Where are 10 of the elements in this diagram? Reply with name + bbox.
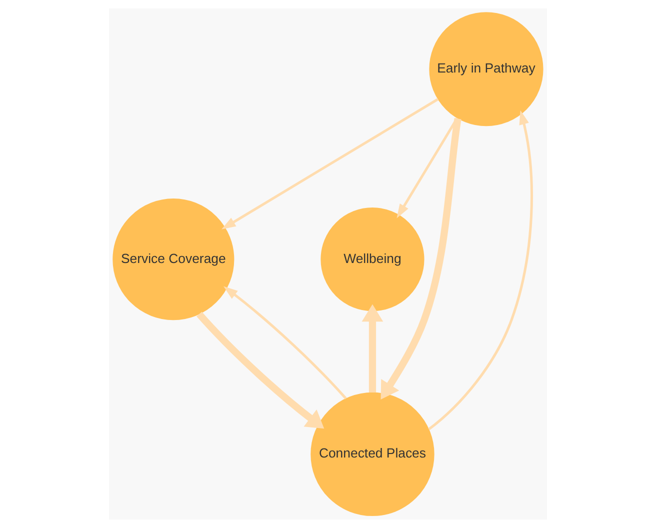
arrow bbox=[428, 110, 533, 430]
arrow bbox=[362, 304, 384, 393]
node-circle: Service Coverage bbox=[112, 198, 234, 320]
node-circle: Wellbeing bbox=[320, 208, 424, 312]
arrow bbox=[380, 118, 462, 400]
arrow bbox=[222, 98, 439, 230]
arrow bbox=[223, 286, 347, 400]
arrow bbox=[196, 312, 324, 429]
arrow bbox=[396, 117, 458, 218]
node-circle: Connected Places bbox=[310, 392, 434, 516]
